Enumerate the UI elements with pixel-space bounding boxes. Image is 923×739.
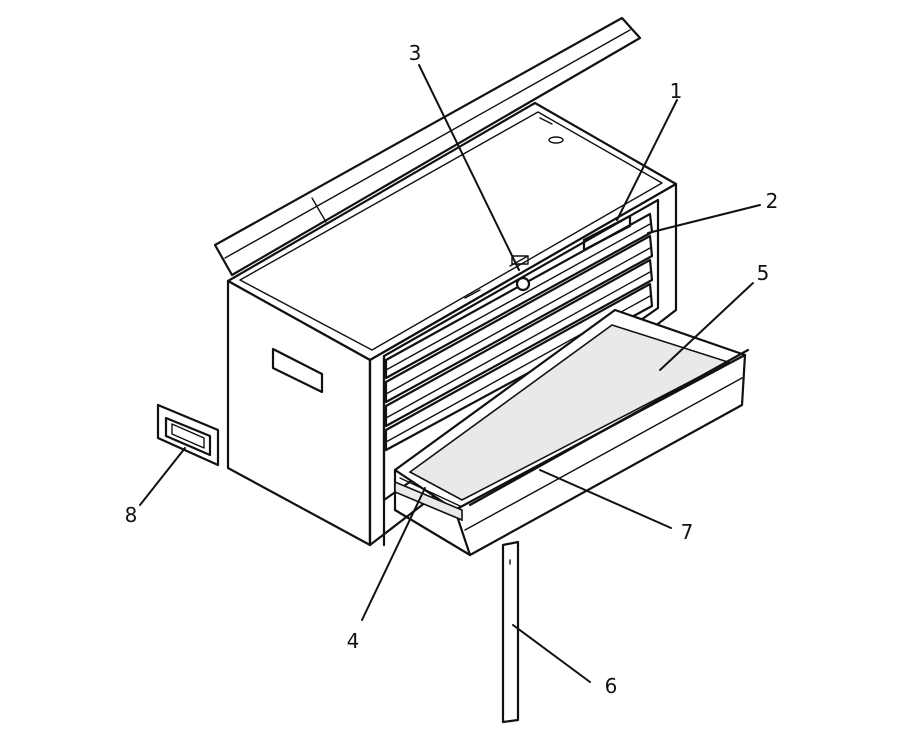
chest-lid <box>213 16 642 277</box>
callout-8: 8 <box>125 503 138 527</box>
side-handle-part <box>156 403 220 467</box>
callout-2: 2 <box>766 189 779 213</box>
callout-3: 3 <box>409 41 422 65</box>
drawer-slide <box>394 480 463 522</box>
drawer-label-holder <box>582 214 632 252</box>
callout-5: 5 <box>757 261 770 285</box>
leader-lines <box>139 64 761 683</box>
callout-1: 1 <box>670 79 683 103</box>
open-drawer <box>393 308 750 557</box>
callout-6: 6 <box>605 674 618 698</box>
lock-icon <box>511 255 531 292</box>
callout-7: 7 <box>681 520 694 544</box>
closed-drawers <box>384 212 654 452</box>
callout-4: 4 <box>347 629 360 653</box>
drawer-bar-part <box>501 540 520 724</box>
side-handle-recess <box>271 347 324 394</box>
